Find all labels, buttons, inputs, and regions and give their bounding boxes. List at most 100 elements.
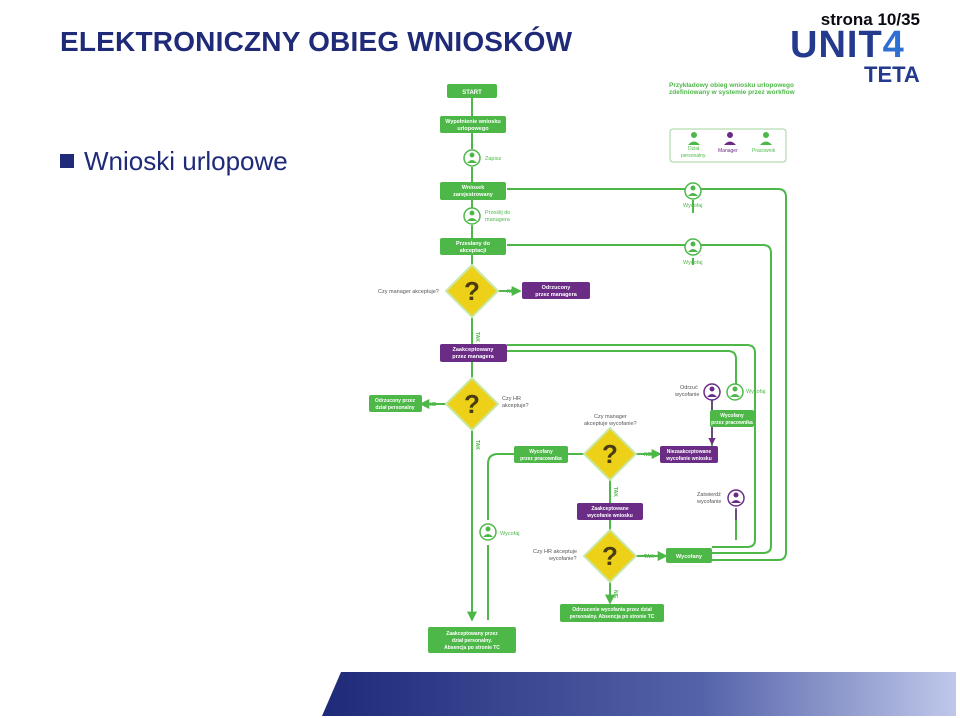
action-save: Zapisz: [463, 149, 501, 167]
node-start-label: START: [462, 90, 482, 96]
decision-manager: ?: [444, 263, 500, 319]
svg-text:przez pracownika: przez pracownika: [520, 456, 562, 462]
diagram-heading-2: zdefiniowany w systemie przez workflow: [669, 89, 796, 96]
q-hr-label: Czy HR: [502, 396, 521, 402]
svg-text:Odrzucony: Odrzucony: [542, 285, 572, 291]
page-number: strona 10/35: [820, 10, 920, 29]
node-withdrawn-emp-right: [710, 410, 754, 427]
action-reject-withdraw: Odrzuć wycofanie: [674, 383, 721, 401]
answer-no-hr-withdraw: NIE: [612, 590, 618, 599]
legend-employee: Pracownik: [752, 148, 776, 154]
svg-text:przez pracownika: przez pracownika: [711, 420, 753, 426]
q-manager-label: Czy manager akceptuje?: [378, 289, 439, 295]
q-hr-withdraw-label: Czy HR akceptuje: [533, 549, 577, 555]
node-withdrawn: [666, 548, 712, 563]
svg-text:zarejestrowany: zarejestrowany: [453, 192, 494, 198]
svg-text:Niezaakceptowane: Niezaakceptowane: [667, 449, 712, 455]
svg-text:Wycofany: Wycofany: [720, 413, 744, 419]
flow-lines: [419, 98, 787, 622]
action-save-label: Zapisz: [485, 156, 501, 162]
svg-text:personalny. Absencja po stroni: personalny. Absencja po stronie TC: [570, 614, 655, 620]
q-mgr-withdraw-label: Czy manager: [594, 414, 627, 420]
svg-text:wycofanie?: wycofanie?: [548, 556, 577, 562]
svg-text:Wycofaj: Wycofaj: [500, 531, 520, 537]
svg-text:Wniosek: Wniosek: [462, 185, 486, 191]
slide-title: ELEKTRONICZNY OBIEG WNIOSKÓW: [60, 26, 573, 57]
footer-bar: [322, 672, 956, 716]
svg-text:managera: managera: [485, 217, 511, 223]
answer-yes-mgr: TAK: [474, 332, 480, 342]
svg-text:Wycofaj: Wycofaj: [683, 260, 703, 266]
decision-hr-withdraw: ?: [582, 528, 638, 584]
node-rejected-hr: [369, 395, 422, 412]
bullet-square-icon: [60, 154, 74, 168]
answer-no-hr: NIE: [428, 402, 437, 408]
bullet-text: Wnioski urlopowe: [84, 146, 288, 176]
svg-text:urlopowego: urlopowego: [457, 126, 489, 132]
svg-text:Prześlij do: Prześlij do: [485, 210, 510, 216]
logo-sub: TETA: [864, 62, 920, 87]
svg-text:Wycofany: Wycofany: [676, 554, 703, 560]
legend: Dział personalny Manager Pracownik: [669, 128, 787, 163]
svg-text:?: ?: [602, 541, 618, 571]
decision-hr: ?: [444, 376, 500, 432]
svg-text:Wycofaj: Wycofaj: [683, 203, 703, 209]
svg-text:dział personalny.: dział personalny.: [452, 638, 493, 644]
node-rejected-mgr: [522, 282, 590, 299]
person-icon: [688, 132, 700, 145]
logo-brand: UNIT4: [790, 24, 905, 66]
action-send-manager: Prześlij do managera: [463, 207, 511, 225]
action-withdraw-3: Wycofaj: [726, 383, 766, 401]
svg-text:akceptuje?: akceptuje?: [502, 403, 529, 409]
svg-text:Odrzucony przez: Odrzucony przez: [375, 398, 416, 404]
action-withdraw-1: Wycofaj: [683, 182, 703, 209]
answer-no-mgr-withdraw: NIE: [644, 452, 653, 458]
action-withdraw-4: Wycofaj: [479, 523, 520, 541]
svg-text:przez managera: przez managera: [452, 354, 495, 360]
svg-text:Zaakceptowany przez: Zaakceptowany przez: [446, 631, 498, 637]
answer-yes-hr: TAK: [474, 440, 480, 450]
node-rejected-withdraw-hr: [560, 604, 664, 622]
svg-text:akceptuje wycofanie?: akceptuje wycofanie?: [584, 421, 637, 427]
diagram-heading: Przykładowy obieg wniosku urlopowego: [669, 82, 794, 89]
legend-hr-2: personalny: [681, 153, 706, 159]
answer-no-mgr: NIE: [507, 289, 516, 295]
action-withdraw-2: Wycofaj: [683, 238, 703, 266]
node-not-accepted-withdraw: [660, 446, 718, 463]
svg-text:Zaakceptowane: Zaakceptowane: [591, 506, 628, 512]
svg-text:przez managera: przez managera: [535, 292, 578, 298]
svg-text:?: ?: [464, 389, 480, 419]
svg-text:wycofanie: wycofanie: [696, 499, 721, 505]
person-icon: [760, 132, 772, 145]
svg-text:Wycofaj: Wycofaj: [746, 389, 766, 395]
node-fill: [440, 116, 506, 133]
legend-manager: Manager: [718, 148, 738, 154]
node-accepted-withdraw: [577, 503, 643, 520]
svg-text:akceptacji: akceptacji: [460, 248, 487, 254]
action-approve-withdraw: Zatwierdź wycofanie: [696, 489, 745, 507]
svg-text:Przesłany do: Przesłany do: [456, 241, 491, 247]
svg-text:Odrzucenie wycofania przez dzi: Odrzucenie wycofania przez dział: [572, 607, 652, 613]
node-registered: [440, 182, 506, 200]
decision-manager-withdraw: ?: [582, 426, 638, 482]
answer-yes-mgr-withdraw: TAK: [612, 487, 618, 497]
svg-text:Wycofany: Wycofany: [529, 449, 553, 455]
svg-text:dział personalny: dział personalny: [375, 405, 414, 411]
svg-text:Wypełnienie wniosku: Wypełnienie wniosku: [445, 119, 501, 125]
node-start: [447, 84, 497, 98]
svg-text:wycofanie wniosku: wycofanie wniosku: [665, 456, 712, 462]
svg-text:wycofanie wniosku: wycofanie wniosku: [586, 513, 633, 519]
node-withdrawn-emp-mid: [514, 446, 568, 463]
svg-text:?: ?: [464, 276, 480, 306]
legend-hr-1: Dział: [688, 146, 700, 152]
svg-text:?: ?: [602, 439, 618, 469]
node-accepted-mgr: [440, 344, 507, 362]
svg-text:Absencja po stronie TC: Absencja po stronie TC: [444, 645, 500, 651]
person-icon: [724, 132, 736, 145]
answer-yes-hr-withdraw: TAK: [644, 554, 654, 560]
svg-text:Zaakceptowany: Zaakceptowany: [453, 347, 495, 353]
svg-text:Zatwierdź: Zatwierdź: [697, 492, 721, 498]
unit4-teta-logo: UNIT4 TETA: [790, 26, 930, 88]
svg-text:Odrzuć: Odrzuć: [680, 385, 698, 391]
